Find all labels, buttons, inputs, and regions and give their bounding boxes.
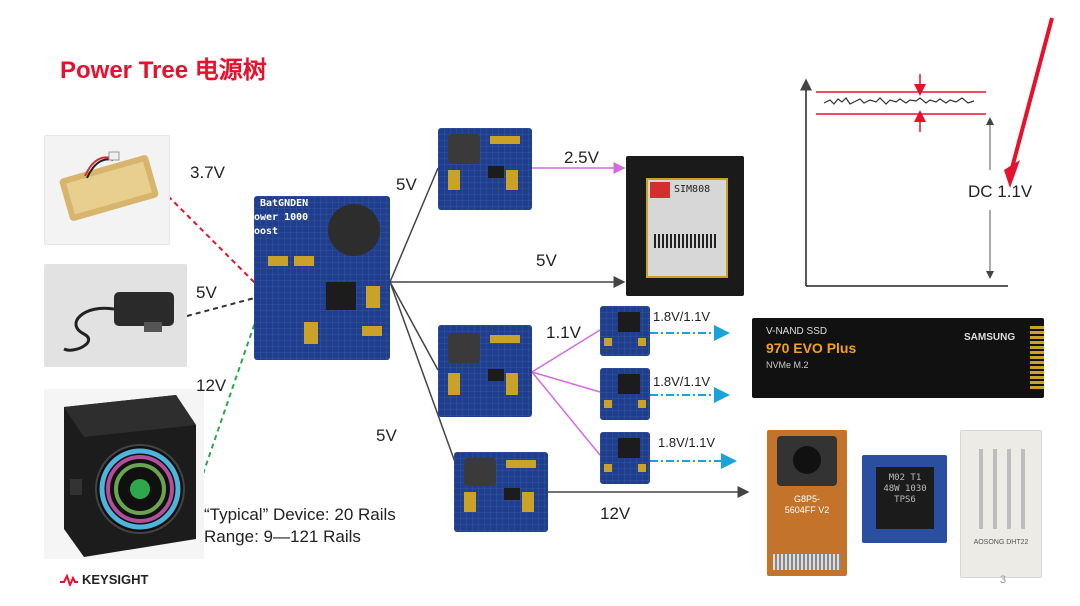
ldo-out-label-1: 1.8V/1.1V: [653, 309, 711, 324]
sensor-label: AOSONG DHT22: [973, 539, 1029, 546]
psu-photo: [44, 389, 204, 559]
boost-ic-icon: [326, 282, 356, 310]
ssd-line-2: 970 EVO Plus: [766, 340, 857, 356]
ldo-out-label-2: 1.8V/1.1V: [653, 374, 711, 389]
psu-voltage-label: 12V: [196, 376, 227, 395]
ssd-line-1: V-NAND SSD: [766, 326, 828, 337]
inductor-icon: [448, 134, 480, 164]
pink-to-ldo3: [531, 371, 601, 456]
ripple-waveform: [823, 97, 975, 105]
pc-power-supply-icon: [64, 395, 196, 557]
power-adapter-icon: [63, 292, 174, 352]
adapter-photo: [44, 264, 187, 367]
regulator-board-bot: [454, 452, 548, 532]
camera-module: G8P5- 5604FF V2: [767, 430, 847, 576]
sim808-module: SIM808: [626, 156, 744, 296]
line-to-reg-top: [389, 167, 439, 283]
rail-label-5v-mid: 5V: [376, 426, 397, 445]
regulator-board-top: [438, 128, 532, 210]
rail-label-5v-top: 5V: [396, 175, 417, 194]
inductor-icon: [464, 458, 496, 486]
regulator-board-mid: [438, 325, 532, 417]
ldo-board-2: [600, 368, 650, 420]
red-pointer-arrow: [1010, 17, 1054, 169]
boost-silk-2: ower 1000: [254, 212, 309, 223]
inductor-icon: [448, 333, 480, 363]
battery-voltage-label: 3.7V: [190, 163, 225, 182]
pmic-chip-photo: M02 T1 48W 1030 TPS6: [862, 455, 947, 543]
boost-silk-1: BatGNDEN: [260, 198, 309, 209]
ssd-line-3: NVMe M.2: [766, 360, 809, 370]
adapter-wire: [186, 295, 263, 317]
camera-lens-icon: [793, 446, 821, 474]
psu-wire: [202, 301, 263, 475]
brand-name: KEYSIGHT: [82, 572, 149, 587]
ldo-board-3: [600, 432, 650, 484]
slide-title: Power Tree 电源树: [60, 57, 267, 84]
pink-to-ldo2: [531, 371, 601, 393]
barcode-icon: [654, 234, 716, 248]
pink-to-ldo1: [531, 329, 601, 373]
line-to-reg-bot: [389, 281, 461, 477]
boost-silk-3: oost: [254, 226, 279, 237]
keysight-wave-icon: [60, 573, 78, 586]
ldo-board-1: [600, 306, 650, 356]
summary-range: Range: 9—121 Rails: [204, 527, 361, 546]
dc-ripple-diagram: [800, 17, 1054, 287]
rail-label-12v: 12V: [600, 504, 631, 523]
dht22-sensor-photo: AOSONG DHT22: [960, 430, 1042, 578]
battery-icon: [59, 151, 159, 221]
ic-marking: M02 T1 48W 1030 TPS6: [883, 473, 927, 505]
summary-typical: “Typical” Device: 20 Rails: [204, 505, 396, 524]
page-number: 3: [1000, 574, 1007, 586]
dc-voltage-label: DC 1.1V: [968, 182, 1033, 201]
camera-label: G8P5- 5604FF V2: [784, 494, 830, 515]
battery-wire: [167, 195, 263, 291]
ldo-out-label-3: 1.8V/1.1V: [658, 435, 716, 450]
battery-photo: [44, 135, 170, 245]
boost-converter-board: BatGNDEN ower 1000 oost: [254, 196, 390, 360]
rail-label-2v5: 2.5V: [564, 148, 599, 167]
ssd-brand: SAMSUNG: [964, 332, 1016, 343]
rail-label-5v-sim: 5V: [536, 251, 557, 270]
ssd-card: V-NAND SSD 970 EVO Plus NVMe M.2 SAMSUNG: [752, 318, 1044, 398]
line-to-reg-mid: [389, 281, 439, 371]
inductor-icon: [328, 204, 380, 256]
adapter-voltage-label: 5V: [196, 283, 217, 302]
rail-label-1v1: 1.1V: [546, 323, 581, 342]
keysight-logo: KEYSIGHT: [60, 572, 148, 587]
sim-chip-label: SIM808: [674, 184, 711, 195]
